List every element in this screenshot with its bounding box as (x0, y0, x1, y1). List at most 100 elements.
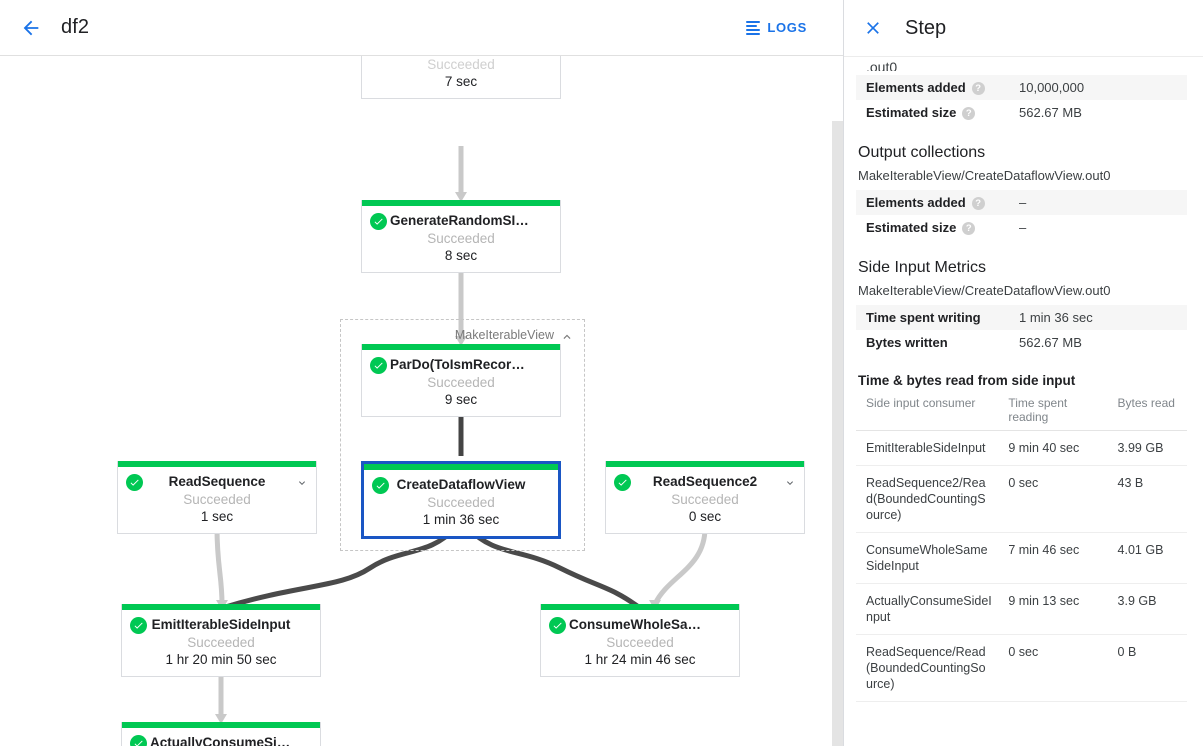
canvas-vertical-scrollbar[interactable] (832, 121, 843, 746)
check-circle-icon (126, 474, 143, 491)
step-details-panel: Step .out0 Elements added? 10,000,000 Es… (843, 0, 1203, 746)
column-header-time: Time spent reading (998, 392, 1108, 432)
cell-consumer: ReadSequence/Read(BoundedCountingSource) (856, 634, 999, 703)
input-metrics-table: Elements added? 10,000,000 Estimated siz… (856, 75, 1187, 125)
cell-time: 9 min 13 sec (998, 583, 1108, 636)
arrow-left-icon[interactable] (14, 11, 48, 45)
check-circle-icon (130, 617, 147, 634)
node-duration: 1 min 36 sec (422, 512, 500, 527)
node-status: Succeeded (427, 231, 495, 246)
chevron-down-icon[interactable] (296, 476, 308, 488)
node-body: ConsumeWholeSameSi… Succeeded 1 hr 24 mi… (541, 610, 739, 676)
node-status: Succeeded (427, 57, 495, 72)
node-title: ConsumeWholeSameSi… (569, 617, 729, 632)
node-body: Succeeded 7 sec (362, 56, 560, 98)
table-header-row: Side input consumer Time spent reading B… (856, 392, 1187, 432)
table-row: Elements added? – (856, 190, 1187, 216)
metric-label: Bytes written (866, 335, 948, 351)
cell-bytes: 43 B (1107, 465, 1187, 534)
node-status: Succeeded (671, 492, 739, 507)
node-title: EmitIterableSideInput (151, 617, 291, 632)
cell-consumer: EmitIterableSideInput (856, 430, 999, 467)
help-icon[interactable]: ? (962, 222, 976, 236)
node-duration: 1 sec (200, 509, 234, 524)
job-graph-pane: df2 LOGS (0, 11, 843, 746)
cell-time: 0 sec (998, 465, 1108, 534)
graph-node-cut-top[interactable]: Succeeded 7 sec (361, 56, 561, 99)
node-status-bar (122, 604, 320, 610)
metric-label: Time spent writing (866, 310, 981, 326)
node-body: GenerateRandomSIData Succeeded 8 sec (362, 206, 560, 272)
metric-label: Elements added (866, 195, 966, 211)
step-panel-title: Step (905, 16, 947, 39)
graph-canvas[interactable]: MakeIterableView Succeeded 7 sec (0, 56, 843, 746)
column-header-consumer: Side input consumer (856, 392, 999, 432)
node-duration: 1 hr 24 min 46 sec (584, 652, 696, 667)
graph-node-consume-whole-same-side-input[interactable]: ConsumeWholeSameSi… Succeeded 1 hr 24 mi… (540, 604, 740, 677)
graph-node-actually-consume-side-input[interactable]: ActuallyConsumeSideI… Succeeded 1 hr 12 … (121, 722, 321, 746)
graph-node-emit-iterable-side-input[interactable]: EmitIterableSideInput Succeeded 1 hr 20 … (121, 604, 321, 677)
list-icon (746, 20, 761, 35)
metric-value: 562.67 MB (1019, 335, 1082, 351)
cell-time: 9 min 40 sec (998, 430, 1108, 467)
help-icon[interactable]: ? (962, 107, 976, 121)
check-circle-icon (370, 357, 387, 374)
graph-node-create-dataflow-view[interactable]: CreateDataflowView Succeeded 1 min 36 se… (361, 461, 561, 539)
node-status-bar (362, 200, 560, 206)
page-title: df2 (61, 16, 90, 38)
cell-consumer: ConsumeWholeSameSideInput (856, 532, 999, 585)
graph-node-read-sequence[interactable]: ReadSequence Succeeded 1 sec (117, 461, 317, 534)
side-input-metrics-path: MakeIterableView/CreateDataflowView.out0 (858, 283, 1111, 299)
cell-bytes: 3.99 GB (1107, 430, 1187, 467)
node-duration: 7 sec (444, 74, 478, 89)
table-row: Bytes written 562.67 MB (856, 330, 1187, 355)
logs-button[interactable]: LOGS (746, 20, 807, 35)
close-icon[interactable] (858, 13, 888, 43)
node-title: ReadSequence2 (652, 474, 758, 489)
chevron-down-icon[interactable] (784, 476, 796, 488)
help-icon[interactable]: ? (971, 82, 985, 96)
check-circle-icon (372, 477, 389, 494)
node-status-bar (362, 344, 560, 350)
help-icon[interactable]: ? (971, 197, 985, 211)
node-status-bar (118, 461, 316, 467)
node-status: Succeeded (183, 492, 251, 507)
step-panel-body[interactable]: .out0 Elements added? 10,000,000 Estimat… (844, 57, 1203, 746)
metric-value: – (1019, 195, 1027, 211)
table-row: ConsumeWholeSameSideInput 7 min 46 sec 4… (856, 532, 1187, 585)
cell-bytes: 4.01 GB (1107, 532, 1187, 585)
step-panel-header: Step (844, 0, 1203, 57)
table-row: ActuallyConsumeSideInput 9 min 13 sec 3.… (856, 583, 1187, 636)
table-row: ReadSequence/Read(BoundedCountingSource)… (856, 634, 1187, 703)
graph-node-generate-random-sidata[interactable]: GenerateRandomSIData Succeeded 8 sec (361, 200, 561, 273)
column-header-bytes: Bytes read (1107, 392, 1187, 432)
node-body: ParDo(ToIsmRecordFor… Succeeded 9 sec (362, 350, 560, 416)
node-status: Succeeded (427, 495, 495, 510)
node-status: Succeeded (606, 635, 674, 650)
side-input-write-metrics-table: Time spent writing 1 min 36 sec Bytes wr… (856, 305, 1187, 355)
table-row: ReadSequence2/Read(BoundedCountingSource… (856, 465, 1187, 534)
node-body: ReadSequence Succeeded 1 sec (118, 467, 316, 533)
node-status: Succeeded (427, 375, 495, 390)
metric-value: 562.67 MB (1019, 105, 1082, 121)
node-body: EmitIterableSideInput Succeeded 1 hr 20 … (122, 610, 320, 676)
node-duration: 9 sec (444, 392, 478, 407)
node-title: CreateDataflowView (396, 477, 526, 492)
metric-label: Estimated size (866, 220, 957, 236)
composite-makeiterableview[interactable]: MakeIterableView (340, 319, 585, 551)
node-body: ReadSequence2 Succeeded 0 sec (606, 467, 804, 533)
metric-label: Elements added (866, 80, 966, 95)
graph-node-pardo-toismrecordfor[interactable]: ParDo(ToIsmRecordFor… Succeeded 9 sec (361, 344, 561, 417)
node-status: Succeeded (187, 635, 255, 650)
node-status-bar (364, 464, 558, 470)
metric-value: – (1019, 220, 1027, 236)
side-input-read-heading: Time & bytes read from side input (858, 373, 1076, 389)
composite-label: MakeIterableView (454, 328, 554, 342)
clipped-collection-path: .out0 (866, 59, 898, 71)
node-status-bar (541, 604, 739, 610)
chevron-up-icon[interactable] (560, 330, 574, 349)
cell-bytes: 3.9 GB (1107, 583, 1187, 636)
graph-node-read-sequence-2[interactable]: ReadSequence2 Succeeded 0 sec (605, 461, 805, 534)
cell-consumer: ReadSequence2/Read(BoundedCountingSource… (856, 465, 999, 534)
